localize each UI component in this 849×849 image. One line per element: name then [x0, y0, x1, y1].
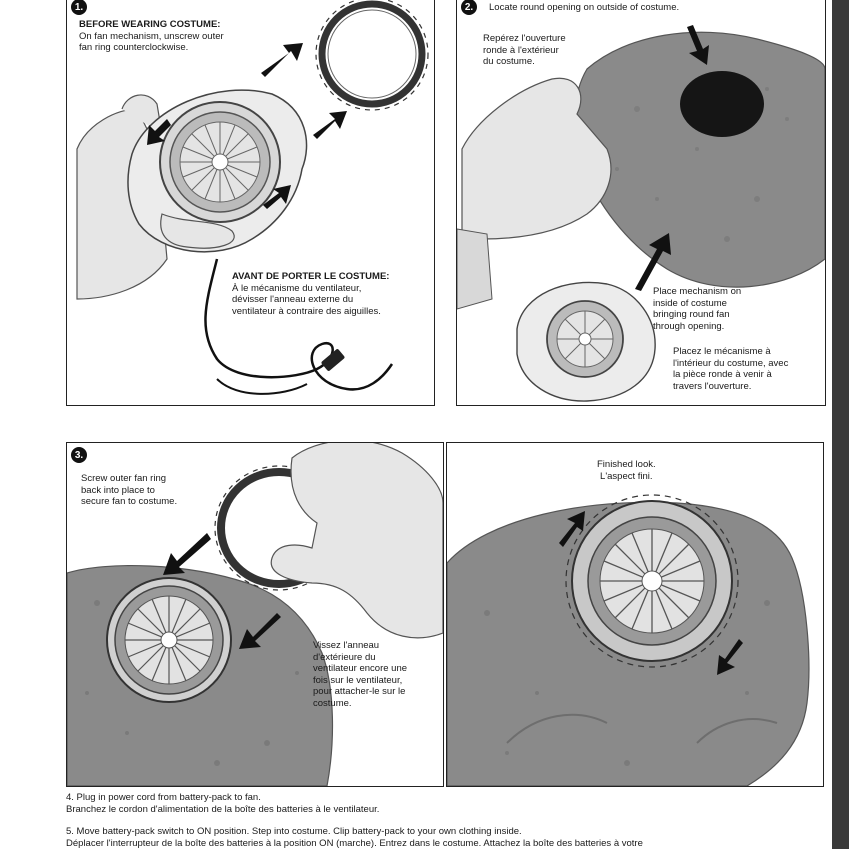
- step-3-fr-6: costume.: [313, 697, 352, 709]
- step-2-caption-en-top: Locate round opening on outside of costu…: [489, 2, 680, 13]
- panel-step-1: 1. BEFORE WEARING COSTUME: On fan mechan…: [66, 0, 435, 406]
- step-3-en-3: secure fan to costume.: [81, 496, 178, 507]
- step-2-badge: 2.: [461, 0, 477, 15]
- panel-finished: Finished look. L'aspect fini.: [446, 442, 824, 787]
- step-1-caption-en: BEFORE WEARING COSTUME: On fan mechanism…: [79, 19, 279, 54]
- panel-step-2: 2. Locate round opening on outside of co…: [456, 0, 826, 406]
- screw-ring-illustration: [67, 443, 443, 786]
- finished-caption-en: Finished look.: [597, 459, 656, 470]
- step-3-fr-5: pour attacher-le sur le: [313, 686, 406, 697]
- step-3-en-1: Screw outer fan ring: [81, 473, 167, 484]
- step-2-fr-bottom-4: travers l'ouverture.: [673, 380, 752, 392]
- step-3-fr-4: fois sur le ventilateur,: [313, 674, 403, 686]
- fan-unscrew-illustration: [76, 0, 429, 395]
- panel-step-3: 3. Screw outer fan ring back into place …: [66, 442, 444, 787]
- step-2-caption-fr-top: Repérez l'ouverture ronde à l'extérieur …: [483, 33, 566, 68]
- step-2-caption-fr-bottom: Placez le mécanisme à l'intérieur du cos…: [673, 346, 788, 392]
- step-2-fr-top-2: ronde à l'extérieur: [483, 44, 559, 56]
- step-1-badge: 1.: [71, 0, 87, 15]
- step-2-fr-top-1: Repérez l'ouverture: [483, 33, 566, 44]
- step-1-text-en-1: On fan mechanism, unscrew outer: [79, 30, 224, 42]
- step-5-text-fr: Déplacer l'interrupteur de la boîte des …: [66, 838, 643, 849]
- step-3-badge: 3.: [71, 447, 87, 463]
- step-5-text-en: 5. Move battery-pack switch to ON positi…: [66, 826, 522, 837]
- finished-caption: Finished look. L'aspect fini.: [597, 459, 656, 482]
- step-3-en-2: back into place to: [81, 484, 155, 496]
- step-2-fr-bottom-1: Placez le mécanisme à: [673, 346, 771, 357]
- step-2-en-bottom-4: through opening.: [653, 320, 725, 332]
- page-edge-bar: [832, 0, 849, 849]
- step-2-en-bottom-1: Place mechanism on: [653, 286, 742, 297]
- step-2-fr-bottom-2: l'intérieur du costume, avec: [673, 357, 789, 369]
- step-1-text-fr-2: dévisser l'anneau externe du: [232, 294, 354, 305]
- costume-opening-illustration: [457, 25, 825, 402]
- step-1-heading-en: BEFORE WEARING COSTUME:: [79, 19, 221, 30]
- finished-caption-fr: L'aspect fini.: [600, 470, 653, 482]
- step-2-fr-top-3: du costume.: [483, 56, 535, 67]
- step-1-heading-fr: AVANT DE PORTER LE COSTUME:: [232, 271, 390, 282]
- step-1-text-fr-3: ventilateur à contraire des aiguilles.: [232, 305, 381, 317]
- finished-look-illustration: [447, 494, 810, 786]
- step-1-text-fr-1: À le mécanisme du ventilateur,: [232, 282, 362, 294]
- step-4-text-fr: Branchez le cordon d'alimentation de la …: [66, 804, 380, 815]
- step-3-fr-2: d'extérieure du: [313, 651, 376, 663]
- step-3-caption-en: Screw outer fan ring back into place to …: [81, 473, 177, 508]
- step-3-fr-1: Vissez l'anneau: [313, 640, 380, 651]
- step-1-caption-fr: AVANT DE PORTER LE COSTUME: À le mécanis…: [232, 271, 432, 317]
- step-4-text-en: 4. Plug in power cord from battery-pack …: [66, 792, 261, 803]
- step-2-en-bottom-2: inside of costume: [653, 297, 727, 309]
- step-2-en-bottom-3: bringing round fan: [653, 309, 730, 320]
- step-3-caption-fr: Vissez l'anneau d'extérieure du ventilat…: [313, 640, 407, 709]
- step-2-caption-en-bottom: Place mechanism on inside of costume bri…: [653, 286, 741, 332]
- step-3-fr-3: ventilateur encore une: [313, 663, 408, 674]
- step-2-fr-bottom-3: la pièce ronde à venir à: [673, 369, 772, 380]
- step-1-text-en-2: fan ring counterclockwise.: [79, 42, 189, 53]
